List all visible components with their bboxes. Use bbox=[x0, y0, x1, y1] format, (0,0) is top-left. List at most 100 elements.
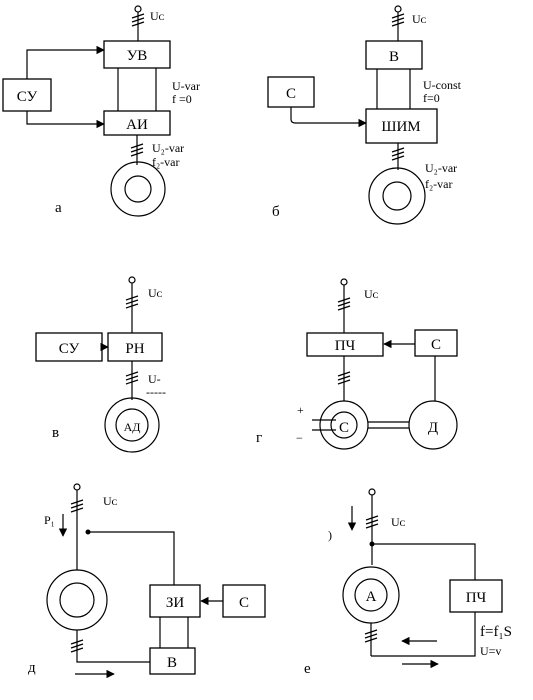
diagram-caption: а bbox=[55, 200, 62, 216]
diagram-caption: б bbox=[272, 204, 280, 220]
supply-label: Uᴄ bbox=[364, 287, 379, 301]
control-to-inverter-arrow bbox=[26, 111, 105, 129]
supply-terminal bbox=[134, 5, 142, 13]
motor-outer-circle bbox=[368, 167, 426, 225]
output-dash-label: ----- bbox=[146, 385, 166, 399]
three-phase-ticks bbox=[131, 13, 145, 27]
three-phase-ticks bbox=[337, 371, 351, 385]
setter-label: ЗИ bbox=[166, 595, 185, 611]
diagram-b: Uᴄ В U-const f=0 ШИМ С U₂-var f₂-var б bbox=[267, 5, 462, 225]
converter-block bbox=[449, 579, 503, 613]
three-phase-ticks bbox=[391, 147, 405, 161]
dc-voltage-label: U-const bbox=[423, 78, 462, 92]
control-label: СУ bbox=[59, 341, 80, 357]
output-voltage-label: U- bbox=[148, 372, 161, 386]
supply-label: Uᴄ bbox=[412, 12, 427, 26]
converter-return-wire bbox=[371, 612, 476, 657]
three-phase-ticks bbox=[130, 143, 144, 157]
rectifier-block bbox=[365, 40, 423, 70]
converter-block bbox=[306, 332, 384, 357]
rectifier-label: УВ bbox=[127, 48, 148, 64]
diagram-g: Uᴄ ПЧ С С + − Д г bbox=[256, 278, 458, 450]
control-block bbox=[267, 76, 315, 108]
converter-label: ПЧ bbox=[466, 590, 487, 606]
dc-voltage-label: U-var bbox=[172, 79, 200, 93]
output-voltage-label: U₂-var bbox=[425, 161, 457, 175]
supply-terminal bbox=[368, 488, 376, 496]
converter-feed-wire bbox=[372, 543, 476, 580]
supply-label: Uᴄ bbox=[150, 9, 165, 23]
supply-label: Uᴄ bbox=[148, 286, 163, 300]
three-phase-ticks bbox=[125, 295, 139, 309]
supply-terminal bbox=[340, 278, 348, 286]
machine-label: А bbox=[366, 589, 377, 605]
output-frequency-label: f₂-var bbox=[152, 155, 180, 169]
machine-d-label: Д bbox=[428, 420, 438, 436]
diagram-caption: г bbox=[256, 430, 262, 446]
three-phase-ticks bbox=[364, 629, 378, 643]
machine-c-label: С bbox=[339, 420, 349, 436]
motor-rotor-circle bbox=[124, 175, 152, 203]
output-voltage-label: U₂-var bbox=[152, 141, 184, 155]
diagram-e: Uᴄ ) А ПЧ f=f₁S U=v е bbox=[304, 488, 512, 677]
frequency-formula: f=f₁S bbox=[480, 624, 512, 640]
supply-terminal bbox=[394, 5, 402, 13]
motor-rotor-circle bbox=[382, 181, 412, 211]
three-phase-ticks bbox=[70, 499, 84, 513]
supply-label: Uᴄ bbox=[391, 515, 406, 529]
regulator-label: РН bbox=[125, 341, 144, 357]
machine-c-outer bbox=[319, 400, 369, 450]
motor-rotor-circle bbox=[59, 582, 95, 618]
control-block bbox=[2, 78, 52, 112]
motor-inner-circle bbox=[354, 578, 388, 612]
three-phase-ticks bbox=[70, 639, 84, 653]
control-to-rectifier-arrow bbox=[26, 45, 105, 79]
converter-label: ПЧ bbox=[335, 338, 356, 354]
rectifier-label: В bbox=[389, 49, 399, 65]
supply-terminal bbox=[73, 483, 81, 491]
diagram-caption: д bbox=[28, 660, 36, 676]
power-label: P₁ bbox=[44, 513, 55, 527]
diagram-a: Uᴄ УВ U-var f =0 АИ СУ U₂-var f₂-var а bbox=[2, 5, 200, 217]
control-label: С bbox=[239, 595, 249, 611]
machine-d-circle bbox=[408, 400, 458, 450]
control-block bbox=[222, 584, 266, 618]
dc-frequency-label: f=0 bbox=[423, 91, 440, 105]
rotor-wire bbox=[76, 630, 150, 663]
rectifier-block bbox=[149, 647, 196, 675]
pwm-label: ШИМ bbox=[381, 119, 420, 135]
control-to-pwm-arrow bbox=[290, 107, 367, 128]
diagram-d: Uᴄ P₁ ЗИ С В д bbox=[28, 483, 266, 679]
regulator-block bbox=[107, 332, 163, 362]
rectifier-block bbox=[103, 40, 171, 69]
plus-sign: + bbox=[297, 403, 304, 417]
sensor-block bbox=[414, 329, 458, 357]
mark-label: ) bbox=[328, 528, 332, 542]
output-frequency-label: f₂-var bbox=[425, 177, 453, 191]
supply-label: Uᴄ bbox=[103, 494, 118, 508]
rectifier-label: В bbox=[167, 655, 177, 671]
voltage-formula: U=v bbox=[480, 644, 501, 658]
machine-c-inner bbox=[330, 411, 358, 439]
diagram-v: Uᴄ СУ РН U- ----- АД в bbox=[35, 276, 166, 453]
dc-frequency-label: f =0 bbox=[172, 92, 192, 106]
minus-sign: − bbox=[296, 431, 303, 445]
motor-inner-circle bbox=[115, 408, 149, 442]
control-label: СУ bbox=[17, 89, 38, 105]
diagram-caption: е bbox=[304, 661, 311, 677]
motor-label: АД bbox=[124, 420, 141, 434]
three-phase-ticks bbox=[125, 371, 139, 385]
motor-outer-circle bbox=[104, 397, 160, 453]
motor-outer-circle bbox=[46, 569, 108, 631]
diagram-caption: в bbox=[52, 425, 59, 441]
feedback-wire bbox=[88, 531, 175, 585]
three-phase-ticks bbox=[337, 297, 351, 311]
three-phase-ticks bbox=[365, 515, 379, 529]
motor-outer-circle bbox=[110, 161, 166, 217]
sensor-label: С bbox=[431, 337, 441, 353]
inverter-label: АИ bbox=[126, 117, 148, 133]
setter-block bbox=[149, 584, 201, 618]
supply-terminal bbox=[128, 276, 136, 284]
control-label: С bbox=[286, 86, 296, 102]
